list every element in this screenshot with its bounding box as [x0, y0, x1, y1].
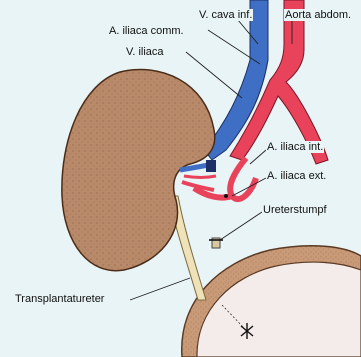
- bladder: [182, 246, 361, 357]
- label-a-iliaca-ext: A. iliaca ext.: [266, 170, 327, 182]
- label-a-iliaca-comm: A. iliaca comm.: [108, 25, 185, 37]
- label-a-iliaca-int: A. iliaca int.: [266, 141, 324, 153]
- label-aorta: Aorta abdom.: [284, 9, 352, 21]
- label-transplantatureter: Transplantatureter: [14, 293, 105, 305]
- label-vena-cava: V. cava inf.: [198, 9, 253, 21]
- label-ureterstumpf: Ureterstumpf: [262, 204, 328, 216]
- label-v-iliaca: V. iliaca: [125, 46, 165, 58]
